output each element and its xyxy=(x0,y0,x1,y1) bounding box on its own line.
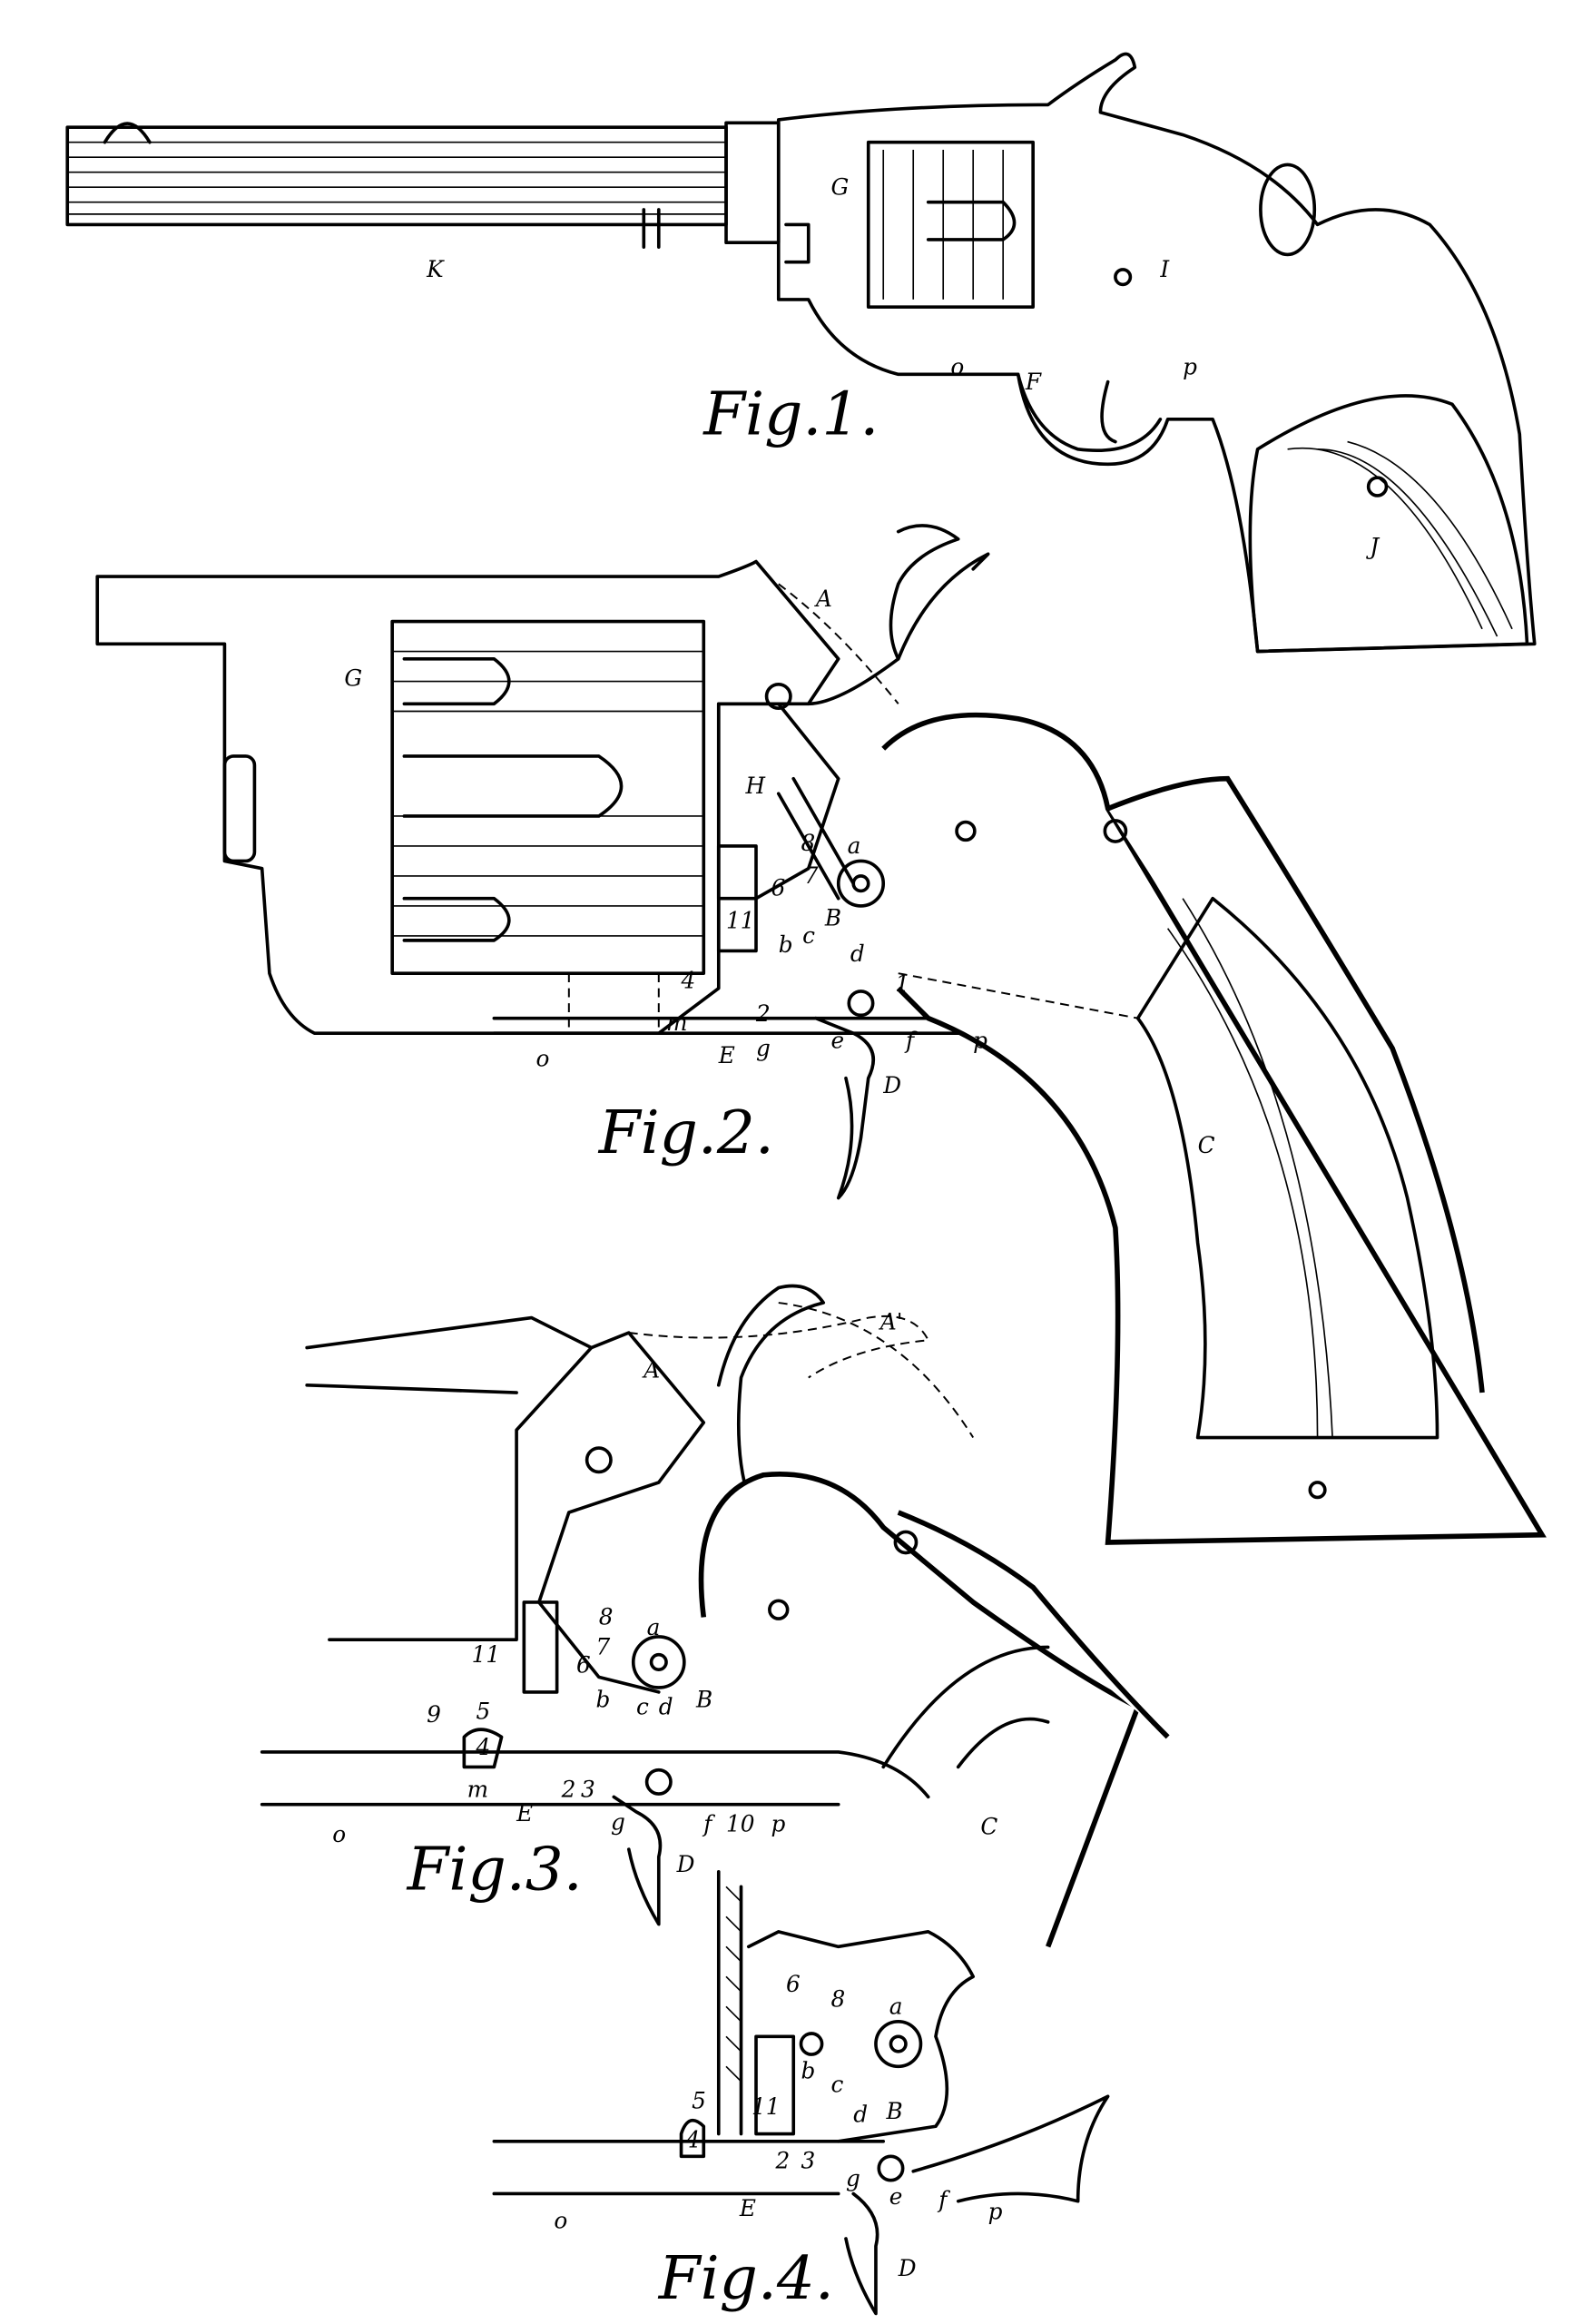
figure-4-mechanism xyxy=(492,1870,1110,2316)
label-m: m xyxy=(666,1009,687,1036)
label-E: E xyxy=(739,2195,756,2221)
figure-3-caption: Fig.3. xyxy=(407,1835,583,1905)
label-D: D xyxy=(898,2255,917,2281)
figure-2-caption: Fig.2. xyxy=(598,1098,774,1167)
label-J: J xyxy=(1365,533,1380,559)
label-D: D xyxy=(882,1072,901,1098)
label-2: 2 xyxy=(561,1776,576,1802)
label-b: b xyxy=(779,931,793,958)
label-A: A xyxy=(642,1357,660,1384)
label-I: I xyxy=(1159,256,1170,282)
label-f: f xyxy=(937,2186,950,2212)
label-6: 6 xyxy=(771,874,786,901)
label-C: C xyxy=(1198,1132,1215,1158)
label-2: 2 xyxy=(774,2147,790,2173)
label-8: 8 xyxy=(830,1985,845,2012)
label-C: C xyxy=(980,1814,997,1840)
label-3: 3 xyxy=(581,1776,595,1802)
label-K: K xyxy=(426,256,445,282)
label-A-prime: A' xyxy=(879,1309,903,1335)
label-G: G xyxy=(830,173,849,200)
label-11: 11 xyxy=(726,908,754,934)
label-5: 5 xyxy=(477,1699,491,1725)
label-d: d xyxy=(853,2101,868,2127)
label-4: 4 xyxy=(684,2126,700,2152)
label-g: g xyxy=(846,2165,860,2191)
figure-1-caption: Fig.1. xyxy=(702,379,879,448)
label-p: p xyxy=(973,1028,987,1054)
label-o: o xyxy=(950,353,964,379)
label-6: 6 xyxy=(786,1971,801,1997)
label-7: 7 xyxy=(596,1634,611,1660)
label-a: a xyxy=(647,1614,661,1640)
label-D: D xyxy=(676,1851,695,1877)
label-o: o xyxy=(554,2207,567,2233)
label-E: E xyxy=(718,1042,735,1068)
label-p: p xyxy=(988,2199,1003,2225)
label-p: p xyxy=(771,1810,786,1837)
label-5: 5 xyxy=(692,2087,706,2113)
label-c: c xyxy=(636,1694,649,1720)
label-d: d xyxy=(659,1694,673,1720)
label-8: 8 xyxy=(801,830,815,856)
label-g: g xyxy=(611,1809,625,1836)
label-g: g xyxy=(756,1035,771,1061)
label-b: b xyxy=(596,1686,611,1712)
label-B: B xyxy=(886,2098,903,2124)
label-o: o xyxy=(536,1045,550,1071)
label-B: B xyxy=(695,1686,712,1712)
label-b: b xyxy=(801,2057,815,2083)
label-c: c xyxy=(802,922,815,949)
label-a: a xyxy=(889,1994,903,2020)
label-e: e xyxy=(830,1028,844,1054)
figure-4-caption: Fig.4. xyxy=(658,2243,834,2313)
label-8: 8 xyxy=(599,1604,614,1630)
label-d: d xyxy=(850,940,865,967)
label-7: 7 xyxy=(804,862,819,889)
label-2: 2 xyxy=(755,1000,771,1027)
label-f: f xyxy=(904,1028,918,1054)
label-10: 10 xyxy=(726,1810,754,1837)
figure-2-mechanism xyxy=(95,524,1547,1545)
label-11: 11 xyxy=(752,2093,780,2120)
figure-1-revolver xyxy=(65,52,1537,654)
label-G: G xyxy=(344,665,362,691)
figure-3-mechanism xyxy=(260,1284,1170,1948)
label-f: f xyxy=(702,1810,715,1837)
label-B: B xyxy=(824,904,841,931)
label-a: a xyxy=(848,832,861,859)
label-6: 6 xyxy=(576,1651,591,1678)
label-e: e xyxy=(889,2183,903,2210)
label-4: 4 xyxy=(476,1734,491,1760)
label-o: o xyxy=(332,1821,346,1847)
label-H: H xyxy=(744,773,765,799)
label-m: m xyxy=(467,1776,488,1802)
label-p: p xyxy=(1183,353,1197,379)
label-3: 3 xyxy=(801,2147,815,2173)
label-c: c xyxy=(830,2071,843,2097)
label-11: 11 xyxy=(472,1641,500,1668)
label-A: A xyxy=(814,586,832,612)
label-F: F xyxy=(1025,369,1042,395)
label-1: 1 xyxy=(895,970,909,997)
label-E: E xyxy=(516,1800,533,1827)
label-9: 9 xyxy=(427,1701,441,1728)
label-4: 4 xyxy=(681,968,696,994)
